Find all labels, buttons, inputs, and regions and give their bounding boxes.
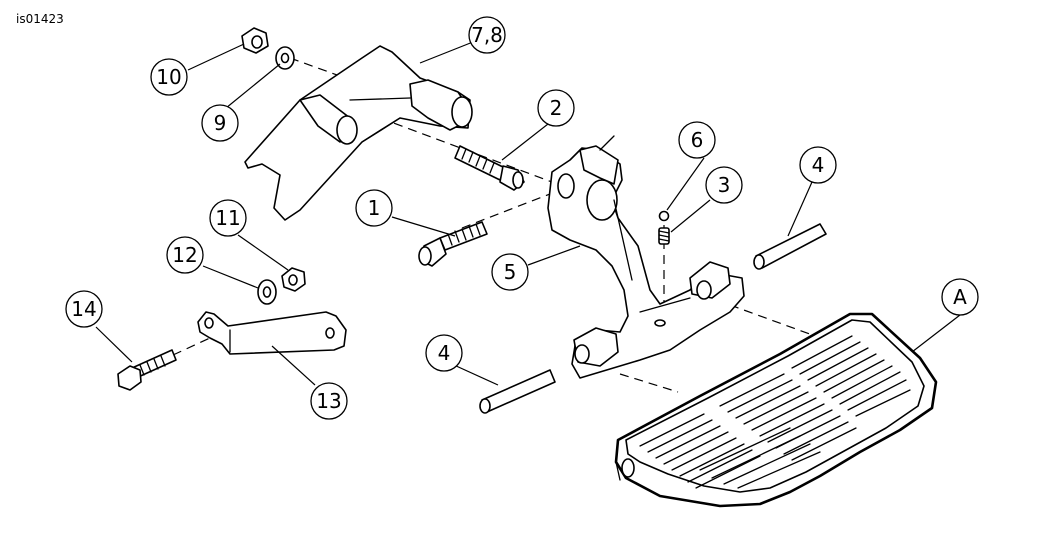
- callout-3: 3: [705, 166, 743, 204]
- callout-6: 6: [678, 121, 716, 159]
- bolt-1: [418, 221, 488, 267]
- callout-14-label: 14: [71, 297, 96, 321]
- callout-A: A: [941, 278, 979, 316]
- figure-id: is01423: [16, 12, 64, 26]
- callout-2: 2: [537, 89, 575, 127]
- ball-6: [658, 210, 670, 222]
- callout-1-label: 1: [368, 196, 381, 220]
- callout-12-label: 12: [172, 243, 197, 267]
- callout-12: 12: [166, 236, 204, 274]
- footboard-A: [614, 312, 938, 508]
- callout-2-label: 2: [550, 96, 563, 120]
- callout-3-label: 3: [718, 173, 731, 197]
- callout-7-8-label: 7,8: [471, 23, 503, 47]
- washer-9: [275, 46, 295, 70]
- callout-13: 13: [310, 382, 348, 420]
- washer-12: [257, 279, 277, 305]
- pin-4-upper: [753, 223, 827, 270]
- footboard-ribs: [639, 335, 911, 489]
- callout-4-upper: 4: [799, 146, 837, 184]
- callout-7-8: 7,8: [468, 16, 506, 54]
- callout-5-label: 5: [504, 260, 517, 284]
- callout-A-label: A: [953, 285, 967, 309]
- bolt-2: [454, 145, 525, 191]
- pin-4-lower: [479, 369, 556, 414]
- callout-6-label: 6: [691, 128, 704, 152]
- callout-5: 5: [491, 253, 529, 291]
- support-bracket-13: [197, 311, 347, 355]
- callout-11-label: 11: [215, 206, 240, 230]
- callout-1: 1: [355, 189, 393, 227]
- nut-10: [241, 27, 269, 54]
- callout-4-lower: 4: [425, 334, 463, 372]
- callout-10-label: 10: [156, 65, 181, 89]
- mounting-bracket-7-8: [244, 45, 473, 221]
- bolt-14: [117, 349, 177, 391]
- callout-10: 10: [150, 58, 188, 96]
- callout-4-lower-label: 4: [438, 341, 451, 365]
- callout-13-label: 13: [316, 389, 341, 413]
- nut-11: [281, 267, 306, 292]
- callout-14: 14: [65, 290, 103, 328]
- spring-3: [658, 227, 670, 245]
- callout-9: 9: [201, 104, 239, 142]
- callout-4-upper-label: 4: [812, 153, 825, 177]
- callout-11: 11: [209, 199, 247, 237]
- pivot-arm-5: [547, 135, 745, 379]
- callout-9-label: 9: [214, 111, 227, 135]
